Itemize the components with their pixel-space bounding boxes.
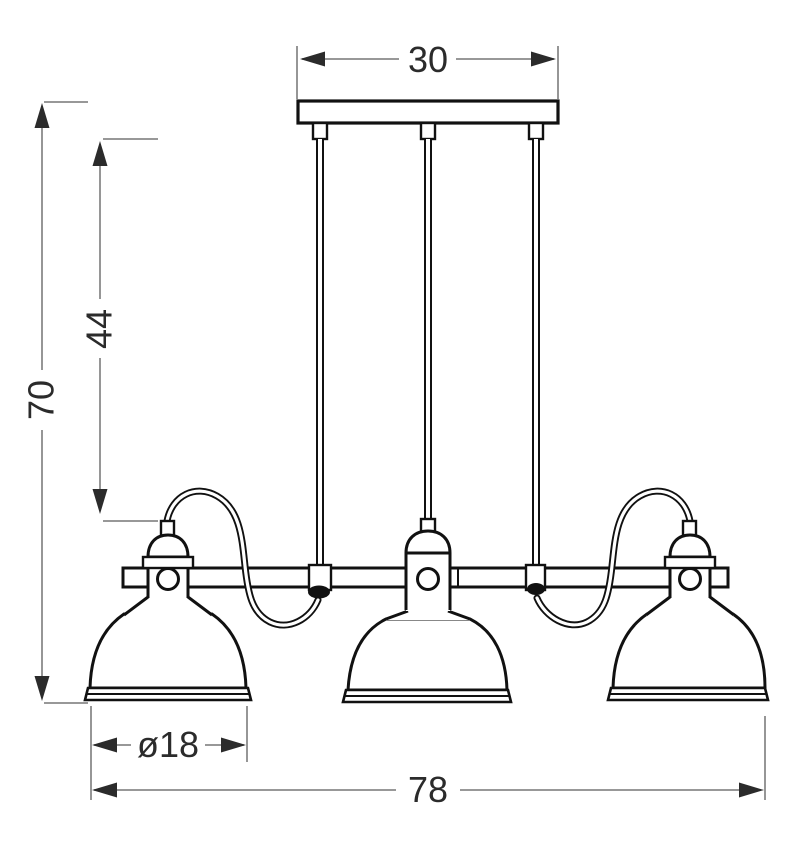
dimension-shade-diameter: ø18 bbox=[90, 706, 248, 800]
lamp-shade bbox=[346, 617, 509, 692]
socket-dome bbox=[668, 533, 712, 559]
dimension-label-canopy-width: 30 bbox=[408, 39, 448, 80]
socket-band bbox=[663, 555, 717, 570]
arrow-left-icon bbox=[92, 737, 117, 753]
wire-clamp bbox=[308, 585, 330, 599]
arrow-down-icon bbox=[34, 676, 50, 701]
center-lamp bbox=[341, 517, 513, 704]
lamp-shade bbox=[611, 612, 767, 690]
holder-flare bbox=[124, 596, 212, 616]
extension-line bbox=[90, 706, 248, 800]
holder-flare-lines bbox=[385, 609, 471, 621]
arrow-left-icon bbox=[300, 51, 325, 67]
arrow-right-icon bbox=[221, 737, 246, 753]
holder-flare-lines bbox=[123, 595, 213, 617]
ceiling-canopy bbox=[296, 99, 560, 125]
cord-connector bbox=[419, 121, 437, 141]
cord-connector bbox=[527, 121, 545, 141]
right-lamp-wire bbox=[533, 487, 694, 629]
holder-body-lines bbox=[146, 566, 190, 598]
dimension-label-suspension-length: 44 bbox=[79, 309, 120, 349]
extension-line bbox=[44, 101, 88, 704]
socket-dome bbox=[146, 533, 190, 559]
arrow-up-icon bbox=[92, 141, 108, 166]
wire-clamp bbox=[527, 583, 545, 595]
dimension-label-total-width: 78 bbox=[408, 769, 448, 810]
right-lamp bbox=[606, 519, 770, 702]
extension-line bbox=[103, 138, 158, 522]
left-lamp bbox=[83, 519, 253, 702]
lamp-shade bbox=[88, 612, 248, 690]
socket-dome bbox=[404, 529, 452, 555]
socket-band bbox=[141, 555, 195, 570]
holder-screw bbox=[416, 567, 440, 591]
dimension-canopy-width: 30 bbox=[296, 39, 559, 99]
holder-screw bbox=[156, 567, 180, 591]
arrow-left-icon bbox=[92, 782, 117, 798]
holder-body-lines bbox=[668, 566, 712, 598]
holder-flare-lines bbox=[645, 595, 735, 617]
arrow-right-icon bbox=[739, 782, 764, 798]
left-lamp-wire bbox=[163, 487, 322, 629]
dimension-total-height: 70 bbox=[21, 101, 88, 704]
arrow-right-icon bbox=[531, 51, 556, 67]
arrow-down-icon bbox=[92, 489, 108, 514]
dimension-label-total-height: 70 bbox=[21, 380, 62, 420]
cord-connector bbox=[311, 121, 329, 141]
holder-flare bbox=[646, 596, 734, 616]
extension-line bbox=[296, 46, 559, 99]
dimension-suspension-length: 44 bbox=[79, 138, 158, 522]
suspension-cords bbox=[316, 139, 540, 572]
holder-screw bbox=[678, 567, 702, 591]
pendant-lamp-figure bbox=[83, 99, 770, 704]
dimension-label-shade-diameter: ø18 bbox=[137, 724, 199, 765]
dimension-total-width: 78 bbox=[92, 716, 766, 810]
holder-body-lines bbox=[404, 553, 452, 610]
arrow-up-icon bbox=[34, 103, 50, 128]
